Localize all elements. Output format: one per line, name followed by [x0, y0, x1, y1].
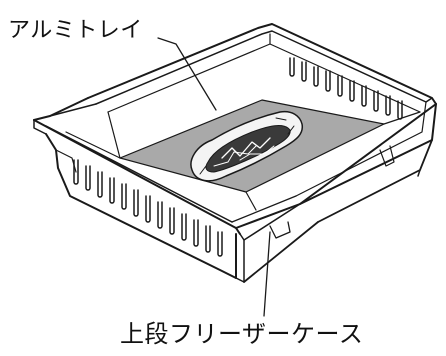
case-leader-line: [263, 231, 271, 317]
front-wall-vent-slots: [73, 159, 223, 257]
case-front-wall: [45, 133, 319, 283]
case-inner-floor: [107, 111, 421, 211]
upper-freezer-case-label: 上段フリーザーケース: [120, 320, 364, 348]
case-back-wall: [87, 23, 437, 113]
leader-lines: [157, 37, 271, 317]
aluminum-tray-label: アルミトレイ: [8, 18, 143, 43]
tray-leader-line: [157, 37, 217, 111]
wrapped-meat-icon: [190, 110, 304, 182]
case-front-rim: [33, 97, 437, 235]
